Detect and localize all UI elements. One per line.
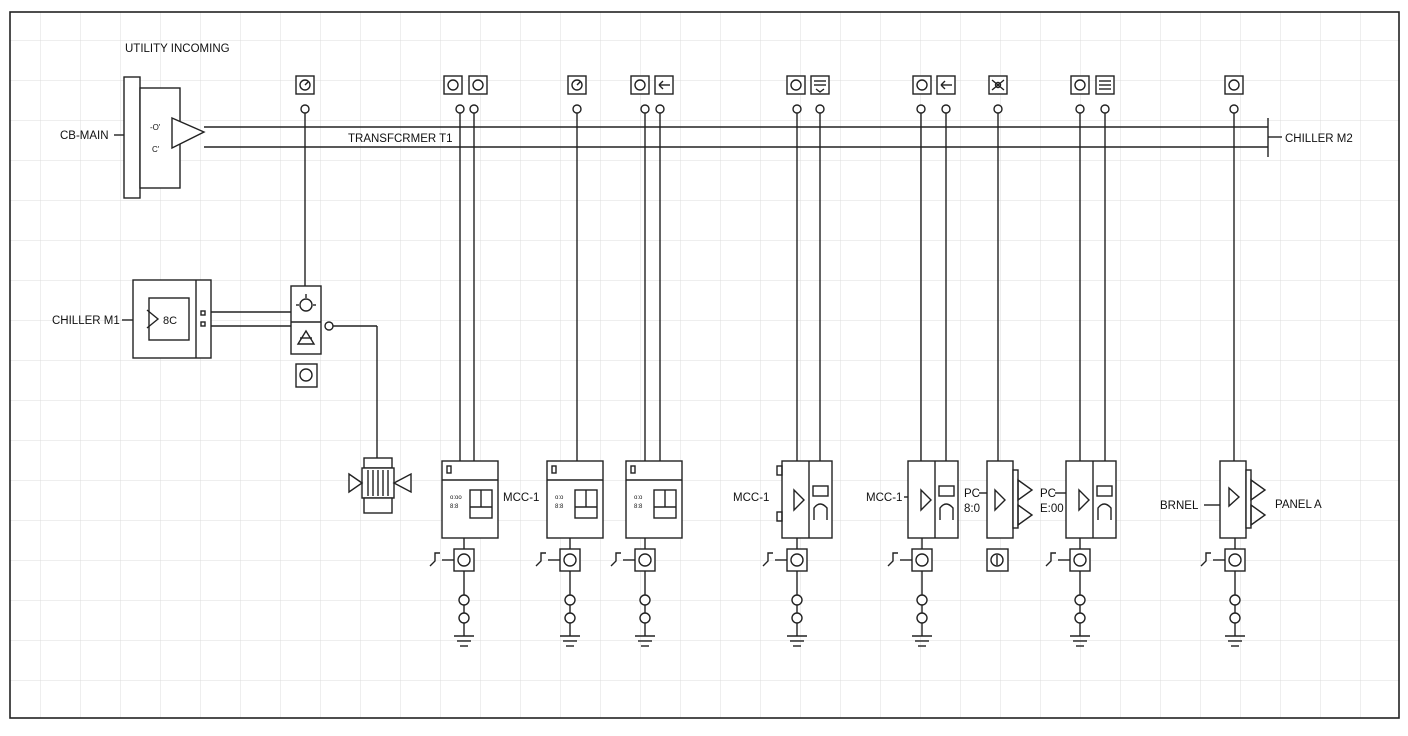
- mcc-1-label-2: MCC-1: [733, 492, 769, 504]
- svg-text:8:8: 8:8: [634, 504, 643, 510]
- cb-main-label: CB-MAIN: [60, 130, 109, 142]
- relay-icon: [1200, 552, 1225, 567]
- pc-unit-a[interactable]: [986, 460, 1034, 539]
- breaker-icon[interactable]: [986, 548, 1009, 572]
- cb-main-breaker[interactable]: -O' C': [123, 76, 206, 199]
- cb-main-symbol-1: -O': [150, 123, 161, 132]
- transformer-label: TRANSFCRMER T1: [348, 133, 453, 145]
- ground-icon: [787, 635, 807, 647]
- crossover-icon[interactable]: [988, 75, 1008, 95]
- svg-text:o:o: o:o: [634, 495, 643, 501]
- ground-icon: [912, 635, 932, 647]
- ground-chains: [429, 538, 1246, 647]
- breaker-icon[interactable]: [911, 548, 933, 572]
- pc-unit-b[interactable]: [1065, 460, 1117, 539]
- pc-b-label: PC: [1040, 488, 1056, 500]
- relay-icon: [1045, 552, 1070, 567]
- chiller-m1-unit[interactable]: 8C: [132, 279, 212, 359]
- circle-icon[interactable]: [443, 75, 463, 95]
- circle-icon[interactable]: [630, 75, 650, 95]
- cb-main-arrow-icon: [171, 116, 206, 150]
- sun-icon: [299, 298, 313, 312]
- relay-icon: [762, 552, 787, 567]
- ground-chain: [429, 538, 475, 647]
- mcc-unit-5[interactable]: [907, 460, 959, 539]
- mcc-unit-1[interactable]: o:oo 8:8: [441, 460, 499, 539]
- chiller-m1-display: [148, 297, 190, 341]
- ground-icon: [1225, 635, 1245, 647]
- terminal-node: [300, 104, 310, 114]
- ground-icon: [1070, 635, 1090, 647]
- arrow-left-icon[interactable]: [936, 75, 956, 95]
- ground-chain: [887, 538, 933, 647]
- circle-icon[interactable]: [1224, 75, 1244, 95]
- breaker-icon[interactable]: [559, 548, 581, 572]
- grid-paper: [10, 12, 1399, 718]
- ground-icon: [635, 635, 655, 647]
- pc-a-value: 8:0: [964, 503, 980, 515]
- ground-chain: [762, 538, 808, 647]
- breaker-icon[interactable]: [634, 548, 656, 572]
- circle-icon[interactable]: [786, 75, 806, 95]
- circle-icon[interactable]: [468, 75, 488, 95]
- breaker-icon[interactable]: [786, 548, 808, 572]
- frame-border: [9, 11, 1400, 719]
- panel-a-label: PANEL A: [1275, 499, 1322, 511]
- menu-icon[interactable]: [1095, 75, 1115, 95]
- relay-icon: [887, 552, 912, 567]
- ground-chain: [1200, 538, 1246, 647]
- timer-icon[interactable]: [295, 75, 315, 95]
- chiller-m2-label: CHILLER M2: [1285, 133, 1353, 145]
- mcc-1-label: MCC-1: [503, 492, 539, 504]
- cb-main-symbol-2: C': [152, 145, 160, 154]
- ground-chain: [535, 538, 581, 647]
- arrow-left-icon[interactable]: [654, 75, 674, 95]
- motor-icon[interactable]: [348, 457, 412, 514]
- ground-chain: [610, 538, 656, 647]
- ground-chain: [1045, 538, 1091, 647]
- circle-icon[interactable]: [1070, 75, 1090, 95]
- ground-icon: [454, 635, 474, 647]
- filter-icon[interactable]: [810, 75, 830, 95]
- relay-icon: [535, 552, 560, 567]
- breaker-icon[interactable]: [1069, 548, 1091, 572]
- pc-b-value: E:00: [1040, 503, 1064, 515]
- svg-text:o:o: o:o: [555, 495, 564, 501]
- mcc-unit-4[interactable]: [776, 460, 833, 539]
- timer-icon[interactable]: [567, 75, 587, 95]
- relay-icon: [610, 552, 635, 567]
- mcc-1-label-3: MCC-1: [866, 492, 902, 504]
- circle-icon[interactable]: [295, 363, 318, 388]
- brnel-label: BRNEL: [1160, 500, 1199, 512]
- control-device[interactable]: [290, 285, 322, 355]
- panel-a-unit[interactable]: [1219, 460, 1267, 539]
- relay-icon: [429, 552, 454, 567]
- play-arrow-icon: [146, 309, 160, 329]
- utility-incoming-label: UTILITY INCOMING: [125, 43, 230, 55]
- ground-icon: [560, 635, 580, 647]
- chiller-m1-display-text: 8C: [163, 315, 177, 327]
- svg-text:8:8: 8:8: [450, 504, 459, 510]
- breaker-icon[interactable]: [453, 548, 475, 572]
- circle-icon[interactable]: [912, 75, 932, 95]
- chiller-m1-label: CHILLER M1: [52, 315, 120, 327]
- svg-text:o:oo: o:oo: [450, 495, 462, 501]
- pc-a-label: PC: [964, 488, 980, 500]
- mcc-unit-2[interactable]: o:o 8:8: [546, 460, 604, 539]
- breaker-icon[interactable]: [1224, 548, 1246, 572]
- mcc-unit-3[interactable]: o:o 8:8: [625, 460, 683, 539]
- svg-text:8:8: 8:8: [555, 504, 564, 510]
